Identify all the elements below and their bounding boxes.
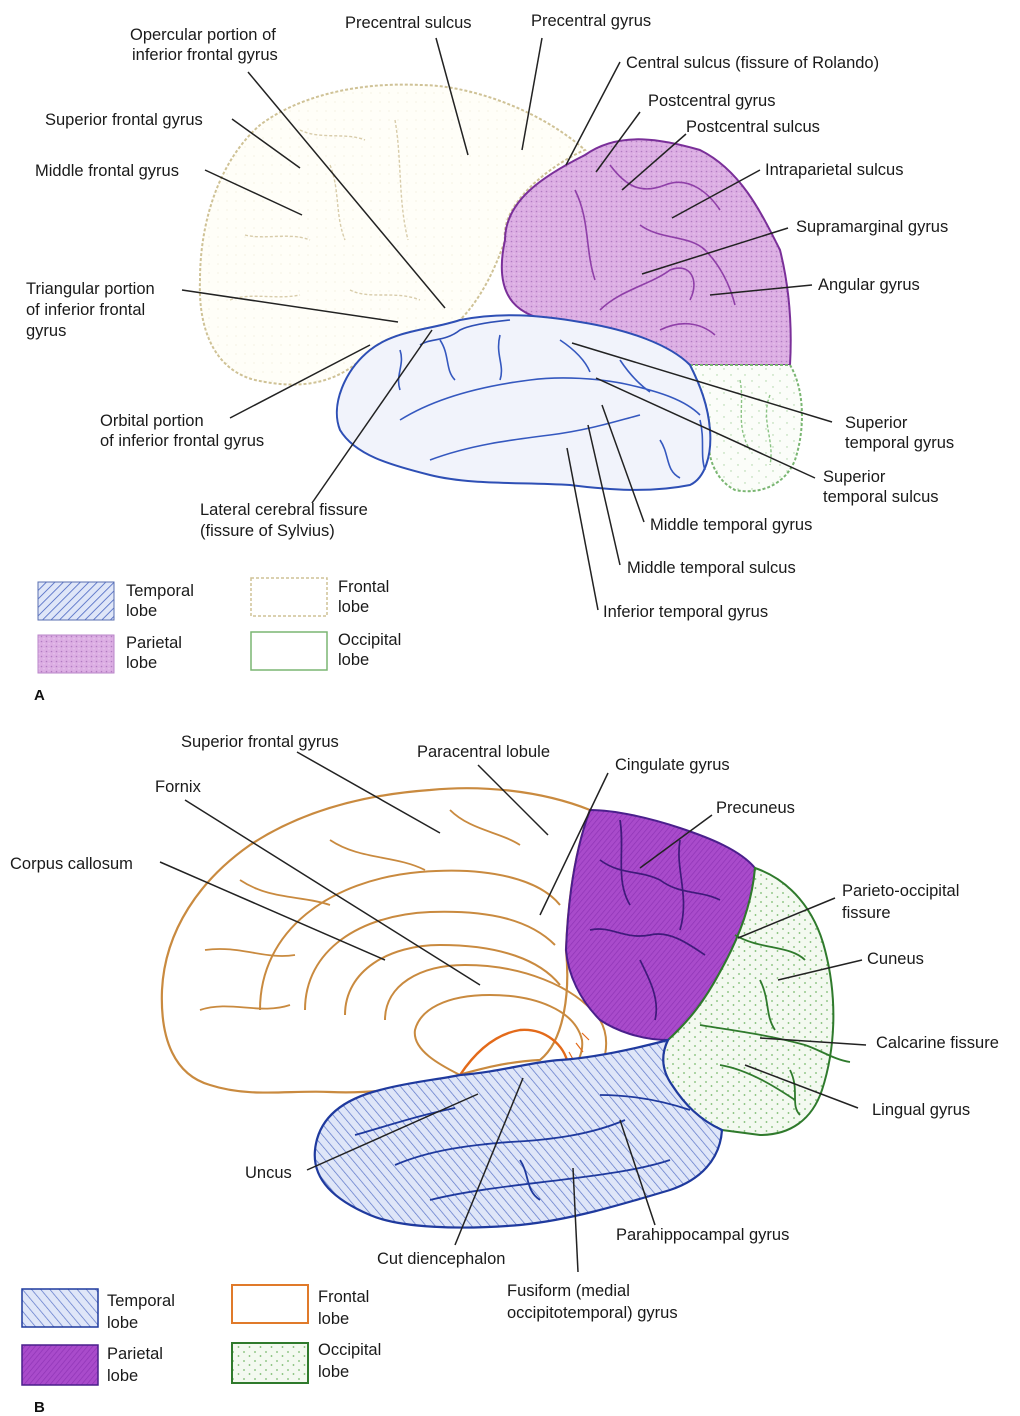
b-legend-frontal-1: Frontal: [318, 1288, 369, 1306]
b-legend-parietal-2: lobe: [107, 1367, 138, 1385]
a-label-superior-temporal-gyrus-2: temporal gyrus: [845, 434, 954, 452]
a-label-central-sulcus: Central sulcus (fissure of Rolando): [626, 54, 879, 72]
b-label-calcarine-fissure: Calcarine fissure: [876, 1034, 999, 1052]
a-legend-parietal-2: lobe: [126, 654, 157, 672]
a-label-precentral-sulcus: Precentral sulcus: [345, 14, 472, 32]
a-legend-occipital-swatch: [251, 632, 327, 670]
a-legend-parietal-swatch: [38, 635, 114, 673]
b-label-cut-diencephalon: Cut diencephalon: [377, 1250, 505, 1268]
b-legend-occipital-1: Occipital: [318, 1341, 381, 1359]
b-legend-temporal-swatch: [22, 1289, 98, 1327]
a-panel-letter: A: [34, 687, 45, 704]
a-label-orbital-1: Orbital portion: [100, 412, 204, 430]
b-legend-frontal-swatch: [232, 1285, 308, 1323]
a-label-superior-temporal-gyrus-1: Superior: [845, 414, 908, 432]
b-label-superior-frontal-gyrus: Superior frontal gyrus: [181, 733, 339, 751]
panel-b-medial-view: Superior frontal gyrus Paracentral lobul…: [10, 733, 999, 1416]
b-label-parieto-occipital-1: Parieto-occipital: [842, 882, 959, 900]
b-label-precuneus: Precuneus: [716, 799, 795, 817]
b-label-parahippocampal-gyrus: Parahippocampal gyrus: [616, 1226, 789, 1244]
b-legend-occipital-swatch: [232, 1343, 308, 1383]
b-label-parieto-occipital-2: fissure: [842, 904, 891, 922]
a-legend-frontal-2: lobe: [338, 598, 369, 616]
a-label-middle-frontal-gyrus: Middle frontal gyrus: [35, 162, 179, 180]
b-label-fornix: Fornix: [155, 778, 202, 796]
b-label-fusiform-1: Fusiform (medial: [507, 1282, 630, 1300]
a-legend-occipital-2: lobe: [338, 651, 369, 669]
a-label-superior-temporal-sulcus-1: Superior: [823, 468, 886, 486]
b-frontal-lobe: [162, 788, 590, 1092]
a-label-lateral-fissure-2: (fissure of Sylvius): [200, 522, 335, 540]
b-legend-temporal-2: lobe: [107, 1314, 138, 1332]
a-legend-parietal-1: Parietal: [126, 634, 182, 652]
b-legend-parietal-1: Parietal: [107, 1345, 163, 1363]
a-label-lateral-fissure-1: Lateral cerebral fissure: [200, 501, 368, 519]
b-legend-frontal-2: lobe: [318, 1310, 349, 1328]
a-label-middle-temporal-gyrus: Middle temporal gyrus: [650, 516, 812, 534]
a-label-triangular-2: of inferior frontal: [26, 301, 145, 319]
a-label-postcentral-gyrus: Postcentral gyrus: [648, 92, 775, 110]
a-legend-frontal-1: Frontal: [338, 578, 389, 596]
a-legend-temporal-2: lobe: [126, 602, 157, 620]
b-label-uncus: Uncus: [245, 1164, 292, 1182]
a-label-precentral-gyrus: Precentral gyrus: [531, 12, 651, 30]
a-label-intraparietal-sulcus: Intraparietal sulcus: [765, 161, 904, 179]
a-label-postcentral-sulcus: Postcentral sulcus: [686, 118, 820, 136]
b-label-corpus-callosum: Corpus callosum: [10, 855, 133, 873]
a-label-triangular-3: gyrus: [26, 322, 66, 340]
a-label-supramarginal-gyrus: Supramarginal gyrus: [796, 218, 948, 236]
b-legend: Temporal lobe Parietal lobe Frontal lobe…: [22, 1285, 381, 1385]
b-panel-letter: B: [34, 1399, 45, 1416]
a-label-middle-temporal-sulcus: Middle temporal sulcus: [627, 559, 796, 577]
a-label-triangular-1: Triangular portion: [26, 280, 155, 298]
a-label-orbital-2: of inferior frontal gyrus: [100, 432, 264, 450]
a-label-angular-gyrus: Angular gyrus: [818, 276, 920, 294]
b-legend-parietal-swatch: [22, 1345, 98, 1385]
a-legend-temporal-1: Temporal: [126, 582, 194, 600]
a-label-opercular-1: Opercular portion of: [130, 26, 276, 44]
a-label-superior-frontal-gyrus: Superior frontal gyrus: [45, 111, 203, 129]
a-label-inferior-temporal-gyrus: Inferior temporal gyrus: [603, 603, 768, 621]
a-legend: Temporal lobe Parietal lobe Frontal lobe…: [38, 578, 401, 673]
b-label-fusiform-2: occipitotemporal) gyrus: [507, 1304, 678, 1322]
b-label-cuneus: Cuneus: [867, 950, 924, 968]
b-label-cingulate-gyrus: Cingulate gyrus: [615, 756, 730, 774]
b-label-lingual-gyrus: Lingual gyrus: [872, 1101, 970, 1119]
a-label-superior-temporal-sulcus-2: temporal sulcus: [823, 488, 939, 506]
a-legend-temporal-swatch: [38, 582, 114, 620]
a-label-opercular-2: inferior frontal gyrus: [132, 46, 278, 64]
b-legend-occipital-2: lobe: [318, 1363, 349, 1381]
a-temporal-lobe: [337, 315, 710, 490]
b-label-paracentral-lobule: Paracentral lobule: [417, 743, 550, 761]
b-legend-temporal-1: Temporal: [107, 1292, 175, 1310]
a-legend-frontal-swatch: [251, 578, 327, 616]
panel-a-lateral-view: Opercular portion of inferior frontal gy…: [26, 12, 954, 704]
a-legend-occipital-1: Occipital: [338, 631, 401, 649]
